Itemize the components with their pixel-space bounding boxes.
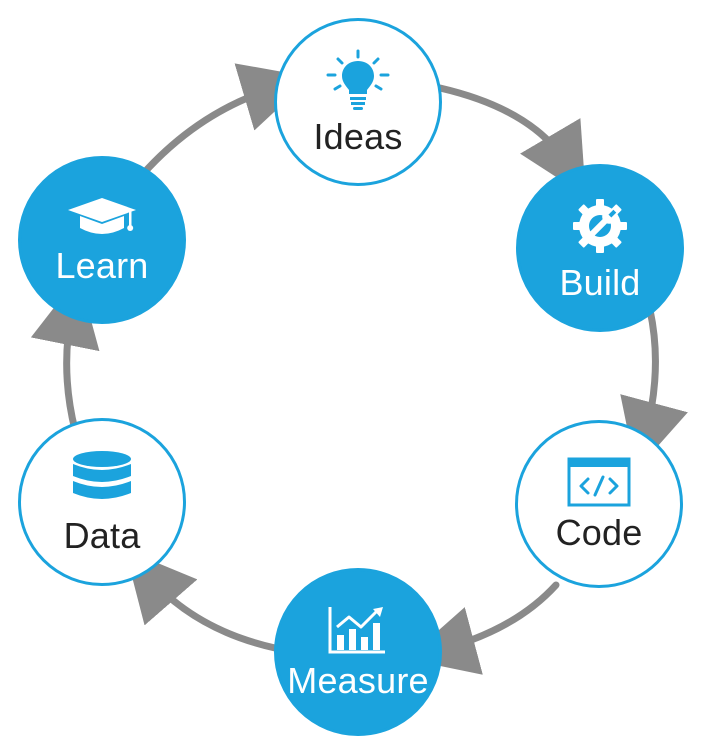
arrow-build-to-code <box>620 306 688 471</box>
node-learn: Learn <box>18 156 186 324</box>
arrow-measure-to-data <box>125 549 279 652</box>
code-window-icon <box>567 457 631 507</box>
node-data: Data <box>18 418 186 586</box>
bar-chart-trend-icon <box>328 607 385 654</box>
arrow-code-to-measure <box>406 581 560 675</box>
node-measure: Measure <box>274 568 442 736</box>
database-icon <box>73 451 131 499</box>
arrow-data-to-learn <box>30 275 100 434</box>
node-label: Learn <box>55 245 149 286</box>
lightbulb-icon <box>326 49 390 110</box>
node-label: Measure <box>287 660 429 701</box>
arrow-ideas-to-build <box>436 84 586 197</box>
gear-wrench-icon <box>573 199 627 253</box>
node-label: Build <box>559 262 641 303</box>
node-code: Code <box>515 420 683 588</box>
node-label: Data <box>63 515 141 556</box>
node-label: Ideas <box>313 116 403 157</box>
graduation-cap-icon <box>68 198 136 234</box>
node-label: Code <box>555 512 643 553</box>
arrow-learn-to-ideas <box>138 63 312 179</box>
node-build: Build <box>516 164 684 332</box>
node-ideas: Ideas <box>274 18 442 186</box>
